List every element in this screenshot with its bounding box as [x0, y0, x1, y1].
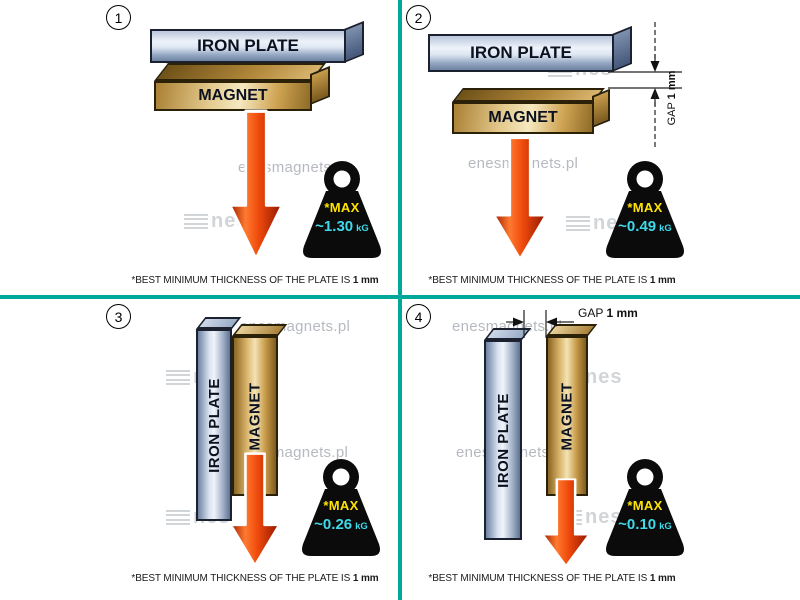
gap-word: GAP: [666, 102, 678, 126]
gap-value: 1 mm: [666, 70, 678, 100]
panel-number-badge: 1: [106, 5, 131, 30]
pull-force-down-arrow-icon: [228, 109, 284, 261]
watermark-site: enesmagnets.pl: [452, 318, 563, 335]
caption-text: *BEST MINIMUM THICKNESS OF THE PLATE IS: [428, 275, 648, 286]
iron-plate-label: IRON PLATE: [470, 43, 572, 62]
enes-logo-bars-icon: [184, 211, 208, 232]
kettlebell-icon: [303, 161, 381, 258]
pull-force-down-arrow-icon: [541, 478, 591, 568]
gap-word: GAP: [578, 306, 604, 320]
caption: *BEST MINIMUM THICKNESS OF THE PLATE IS …: [402, 573, 702, 584]
caption-bold: 1 mm: [352, 573, 379, 584]
kettlebell-icon: [606, 459, 684, 556]
panel-2: nes nes enesmagnets.pl 2 IRON PLATE MAGN…: [400, 0, 800, 300]
magnet-top-face: [154, 63, 327, 81]
pull-unit: kG: [355, 521, 368, 532]
caption-text: *BEST MINIMUM THICKNESS OF THE PLATE IS: [131, 573, 351, 584]
magnet: MAGNET: [546, 336, 588, 496]
gap-dimension-lines: [608, 22, 682, 150]
caption-bold: 1 mm: [649, 275, 676, 286]
iron-plate: IRON PLATE: [150, 29, 346, 63]
caption: *BEST MINIMUM THICKNESS OF THE PLATE IS …: [402, 275, 702, 286]
panel-number-badge: 2: [406, 5, 431, 30]
divider-horizontal: [0, 295, 800, 299]
divider-vertical: [398, 0, 402, 600]
iron-plate-label: IRON PLATE: [494, 392, 512, 488]
panel-3: enesmagnets.pl enesmagnets.pl nes nes 3 …: [0, 300, 400, 600]
magnet-label: MAGNET: [198, 87, 268, 104]
iron-plate-top-face: [196, 317, 242, 329]
iron-plate-label: IRON PLATE: [197, 36, 299, 55]
pull-force-down-arrow-icon: [492, 136, 548, 261]
pull-value: ~0.10: [618, 516, 657, 533]
max-label: *MAX: [324, 200, 360, 215]
iron-plate: IRON PLATE: [428, 34, 614, 72]
max-label: *MAX: [627, 200, 663, 215]
caption: *BEST MINIMUM THICKNESS OF THE PLATE IS …: [105, 275, 405, 286]
max-label: *MAX: [323, 498, 359, 513]
caption-bold: 1 mm: [352, 275, 379, 286]
magnet-label: MAGNET: [558, 382, 576, 450]
gap-value: 1 mm: [606, 306, 638, 320]
max-label: *MAX: [627, 498, 663, 513]
enes-logo-bars-icon: [166, 367, 190, 388]
magnet-top-face: [452, 88, 605, 102]
pull-unit: kG: [356, 223, 369, 234]
pull-value: ~0.26: [314, 516, 353, 533]
magnet: MAGNET: [452, 102, 594, 134]
panel-1: nes nes enesmagnets.pl 1 IRON PLATE MAGN…: [0, 0, 400, 300]
magnet-side-face: [310, 65, 330, 105]
enes-logo-bars-icon: [166, 507, 190, 528]
iron-plate-side-face: [344, 20, 364, 63]
pull-force-down-arrow-icon: [229, 452, 281, 567]
panel-number-badge: 4: [406, 304, 431, 329]
pull-unit: kG: [659, 521, 672, 532]
gap-label: GAP 1 mm: [578, 306, 668, 320]
enes-logo-bars-icon: [566, 213, 590, 234]
kettlebell-icon: [302, 459, 380, 556]
caption: *BEST MINIMUM THICKNESS OF THE PLATE IS …: [105, 573, 405, 584]
gap-dimension-lines: [506, 310, 574, 338]
panel-4: enesmagnets.pl enesmagnets.pl nes nes 4 …: [400, 300, 800, 600]
iron-plate: IRON PLATE: [484, 340, 522, 540]
kettlebell-icon: [606, 161, 684, 258]
magnet-label: MAGNET: [246, 382, 264, 450]
enes-logo-text: nes: [585, 506, 623, 528]
caption-bold: 1 mm: [649, 573, 676, 584]
panel-number-badge: 3: [106, 304, 131, 329]
enes-logo-text: nes: [585, 366, 623, 388]
magnet-top-face: [232, 324, 288, 336]
iron-plate-label: IRON PLATE: [205, 377, 223, 473]
pull-value: ~0.49: [618, 218, 657, 235]
caption-text: *BEST MINIMUM THICKNESS OF THE PLATE IS: [428, 573, 648, 584]
magnet: MAGNET: [154, 81, 312, 111]
pull-value: ~1.30: [315, 218, 354, 235]
magnet-label: MAGNET: [488, 109, 558, 126]
iron-plate: IRON PLATE: [196, 329, 232, 521]
gap-label: GAP 1 mm: [666, 56, 678, 140]
pull-unit: kG: [659, 223, 672, 234]
caption-text: *BEST MINIMUM THICKNESS OF THE PLATE IS: [131, 275, 351, 286]
